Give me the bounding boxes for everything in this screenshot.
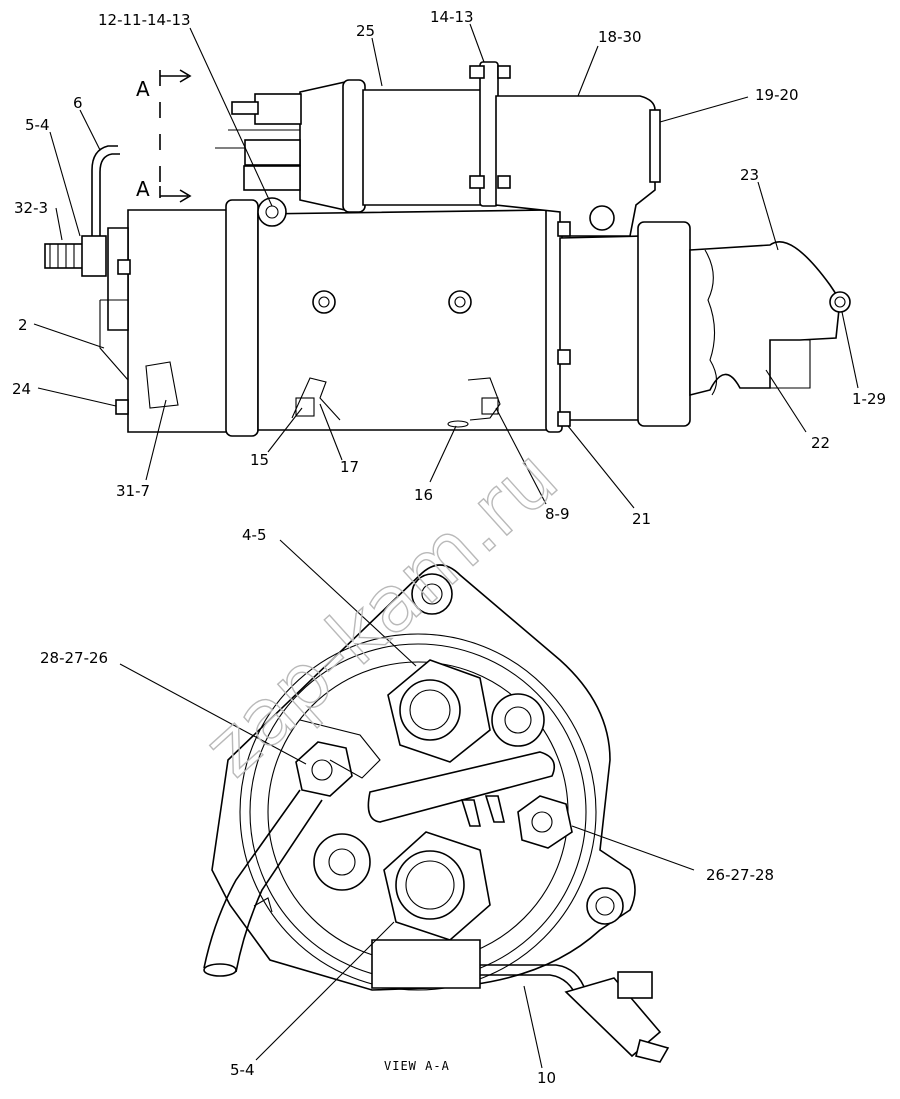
section-letter-top: A: [136, 77, 150, 101]
callout-22: 22: [811, 434, 830, 452]
callout-5-4-top: 5-4: [25, 116, 50, 134]
section-letter-bottom: A: [136, 177, 150, 201]
callout-23: 23: [740, 166, 759, 184]
callout-1-29: 1-29: [852, 390, 886, 408]
callout-25: 25: [356, 22, 375, 40]
callout-26-27-28: 26-27-28: [706, 866, 774, 884]
callout-24: 24: [12, 380, 31, 398]
callout-21: 21: [632, 510, 651, 528]
callout-4-5: 4-5: [242, 526, 267, 544]
leader-lines: [33, 23, 859, 1069]
callout-10: 10: [537, 1069, 556, 1087]
callout-12-11-14-13: 12-11-14-13: [98, 11, 191, 29]
callout-2: 2: [18, 316, 28, 334]
callout-19-20: 19-20: [755, 86, 799, 104]
callout-15: 15: [250, 451, 269, 469]
callout-16: 16: [414, 486, 433, 504]
callout-labels: 12-11-14-13 25 14-13 18-30 19-20 6 5-4 3…: [12, 8, 886, 1087]
callout-14-13: 14-13: [430, 8, 474, 26]
end-view-a-a: [203, 564, 670, 1063]
callout-31-7: 31-7: [116, 482, 150, 500]
callout-8-9: 8-9: [545, 505, 570, 523]
callout-5-4-bottom: 5-4: [230, 1061, 255, 1079]
callout-18-30: 18-30: [598, 28, 642, 46]
starter-side-view: [44, 61, 851, 437]
callout-17: 17: [340, 458, 359, 476]
view-caption: VIEW A-A: [384, 1059, 450, 1073]
callout-28-27-26: 28-27-26: [40, 649, 108, 667]
section-marker-a-a: A A: [136, 69, 192, 203]
callout-32-3: 32-3: [14, 199, 48, 217]
callout-6: 6: [73, 94, 83, 112]
